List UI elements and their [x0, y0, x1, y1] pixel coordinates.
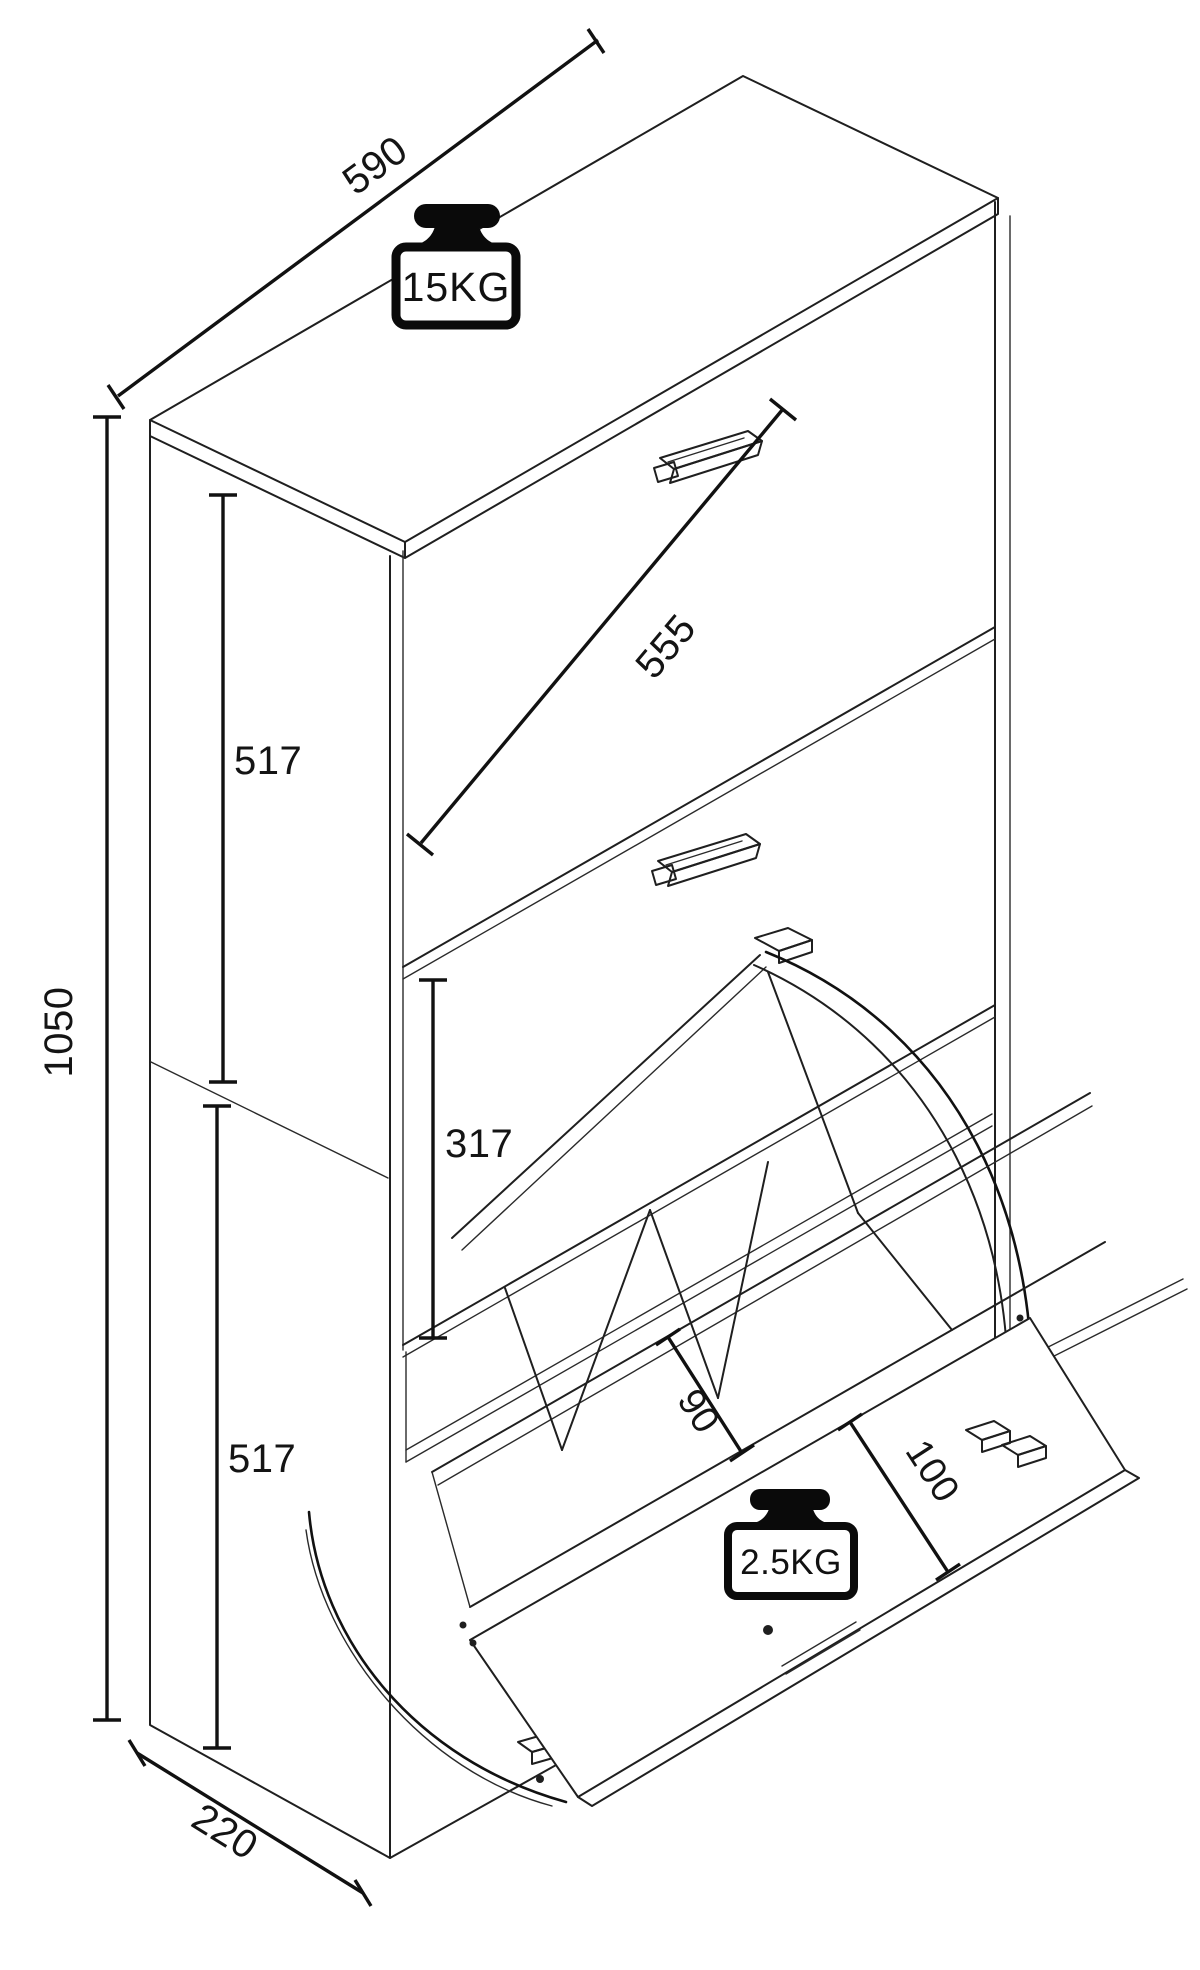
dimension-label-555: 555 — [627, 606, 705, 687]
dimension-shelf-depth: 90 — [655, 1327, 755, 1463]
shelf-left-cap — [431, 1471, 471, 1608]
interior-bottom-back-edge — [405, 1113, 993, 1451]
dimension-lower-section: 517 — [203, 1104, 296, 1750]
dimension-label-590: 590 — [335, 128, 416, 204]
top-panel-face — [149, 75, 999, 543]
dimension-total-height: 1050 — [37, 415, 121, 1722]
left-arc-outer — [307, 1510, 568, 1804]
top-flap — [402, 430, 996, 980]
shelf-bottom-edge — [469, 1241, 1106, 1608]
screw-dot-d — [459, 1621, 467, 1629]
dimension-label-220: 220 — [184, 1795, 265, 1868]
shelf-top-edge-2 — [437, 1105, 1093, 1486]
middle-flap-bottom-edge-2 — [402, 1016, 996, 1358]
left-side-panel — [149, 435, 391, 1859]
top-load-label: 15KG — [402, 264, 511, 310]
screw-dot-e — [469, 1639, 477, 1647]
weight-badge-small-body — [724, 1522, 858, 1600]
panel-groove-2 — [785, 1629, 861, 1675]
panel-groove — [781, 1621, 857, 1667]
shelf-top-edge — [431, 1092, 1091, 1473]
top-flap-bottom-edge — [402, 626, 996, 968]
dimension-cabinet-depth: 220 — [127, 1739, 373, 1907]
flap-load-badge: 2.5KG — [724, 1489, 858, 1600]
bin-top-rail-2 — [461, 966, 767, 1251]
bin-top-rail — [451, 954, 761, 1239]
top-flap-bottom-edge-2 — [402, 638, 996, 980]
top-load-badge: 15KG — [391, 204, 521, 330]
bin-rail-lug — [754, 927, 813, 964]
weight-icon-small — [750, 1489, 830, 1510]
top-panel-front-band — [404, 197, 999, 559]
dimension-upper-section: 517 — [209, 493, 302, 1084]
dimension-label-517-lower: 517 — [228, 1437, 296, 1481]
panel-foot-blocks — [965, 1420, 1047, 1468]
middle-flap — [402, 833, 996, 1358]
dimension-middle-flap: 317 — [419, 978, 513, 1340]
top-flap-handle — [653, 430, 763, 484]
interior-bottom-back-edge-2 — [405, 1125, 993, 1463]
middle-flap-handle — [651, 833, 761, 887]
dimension-label-1050: 1050 — [37, 987, 81, 1078]
middle-flap-bottom-edge — [402, 1004, 996, 1346]
weight-badge-body — [391, 242, 521, 330]
support-truss — [504, 971, 953, 1451]
weight-icon — [414, 204, 500, 228]
screw-dot-c — [763, 1625, 773, 1635]
side-panel-seam — [150, 1061, 389, 1179]
flap-load-label: 2.5KG — [740, 1543, 842, 1582]
open-compartment-interior — [405, 1113, 993, 1463]
dimension-label-317: 317 — [445, 1122, 513, 1166]
dimension-label-517-upper: 517 — [234, 739, 302, 783]
screw-dot-a — [1016, 1314, 1024, 1322]
left-arc-inner — [305, 1529, 553, 1807]
door-panel-thickness — [577, 1469, 1140, 1807]
bottom-flap-open — [305, 927, 1188, 1807]
